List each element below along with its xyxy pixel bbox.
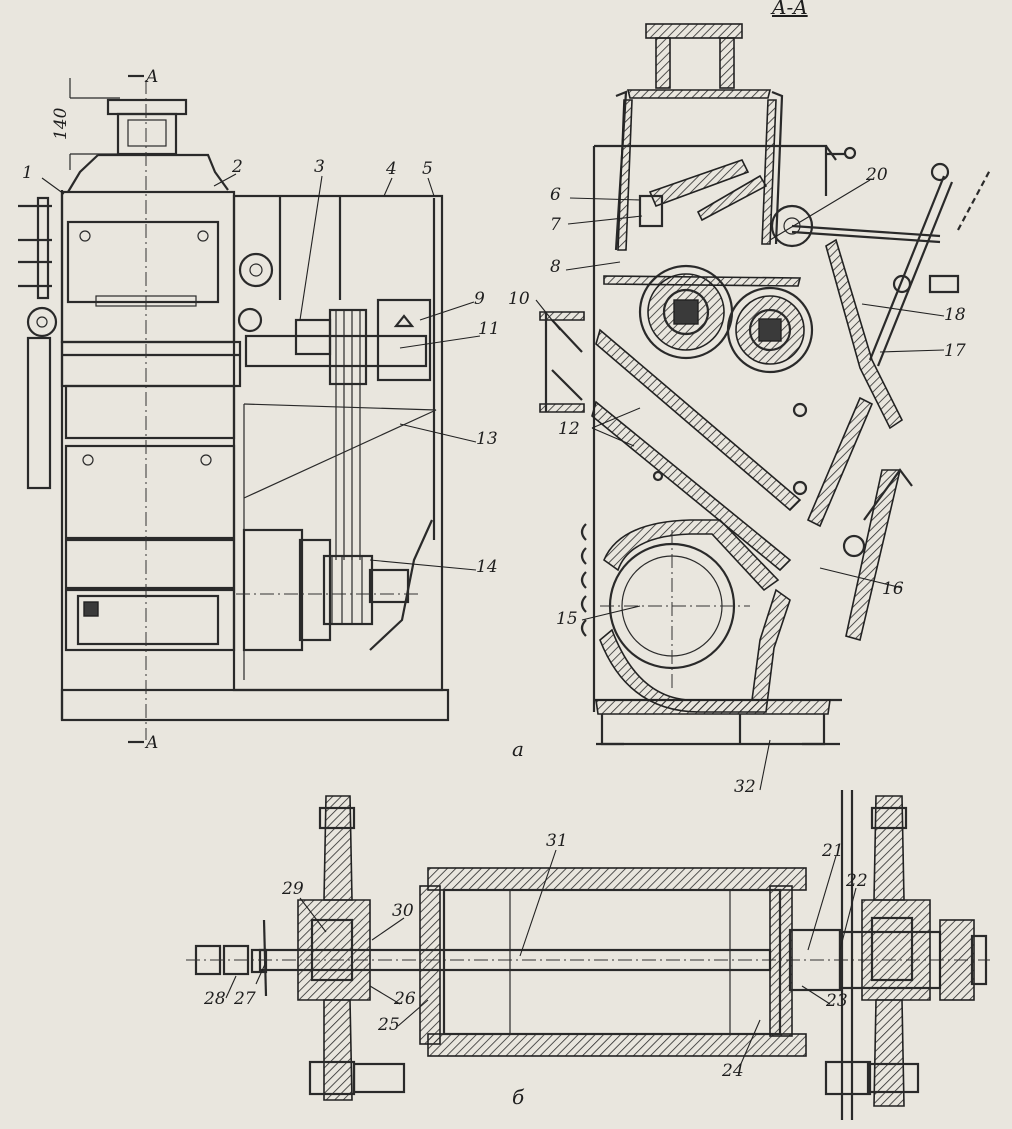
callout-21: 21: [821, 841, 844, 861]
callout-6: 6: [550, 185, 561, 205]
view-b-caption: б: [512, 1085, 525, 1109]
front-view: [18, 74, 450, 744]
section-a-a-view: [539, 23, 991, 746]
callout-7: 7: [550, 215, 561, 235]
callout-8: 8: [550, 257, 561, 277]
callout-10: 10: [508, 289, 530, 309]
callout-17: 17: [944, 341, 966, 361]
section-mark-bottom: A: [144, 733, 158, 753]
callout-30: 30: [392, 901, 414, 921]
callout-27: 27: [233, 989, 256, 1009]
callout-22: 22: [845, 871, 868, 891]
callout-23: 23: [825, 991, 848, 1011]
adjustment-lever: [868, 162, 991, 367]
callout-1: 1: [22, 163, 33, 183]
callout-20: 20: [865, 165, 888, 185]
callout-labels: 1 2 3 4 5 6 7 8 9 10 11 12 13 14 15 16 1…: [22, 0, 966, 1109]
callout-28: 28: [203, 989, 226, 1009]
callout-32: 32: [734, 777, 756, 797]
callout-16: 16: [882, 579, 904, 599]
left-fasteners: [18, 196, 52, 300]
leader-lines: [41, 173, 945, 1067]
callout-13: 13: [476, 429, 498, 449]
callout-11: 11: [478, 319, 500, 339]
lower-motor-assembly: [236, 528, 422, 652]
callout-5: 5: [422, 159, 433, 179]
callout-26: 26: [393, 989, 416, 1009]
callout-24: 24: [721, 1061, 744, 1081]
section-title: A-A: [770, 0, 808, 19]
section-mark-top: A: [144, 67, 158, 87]
callout-25: 25: [377, 1015, 400, 1035]
upper-drive-assembly: [244, 298, 432, 386]
callout-14: 14: [476, 557, 498, 577]
fan-housing: [599, 519, 791, 713]
callout-2: 2: [231, 157, 243, 177]
callout-3: 3: [314, 157, 325, 177]
left-wall-ribs: [580, 523, 587, 637]
callout-9: 9: [474, 289, 485, 309]
roller-assembly-view: [186, 790, 990, 1120]
callout-18: 18: [944, 305, 966, 325]
callout-31: 31: [546, 831, 568, 851]
callout-4: 4: [385, 159, 397, 179]
dimension-label: 140: [51, 107, 71, 140]
view-a-caption: a: [512, 737, 524, 761]
grinding-rollers: [638, 264, 814, 374]
callout-29: 29: [281, 879, 304, 899]
callout-15: 15: [556, 609, 578, 629]
callout-12: 12: [558, 419, 580, 439]
